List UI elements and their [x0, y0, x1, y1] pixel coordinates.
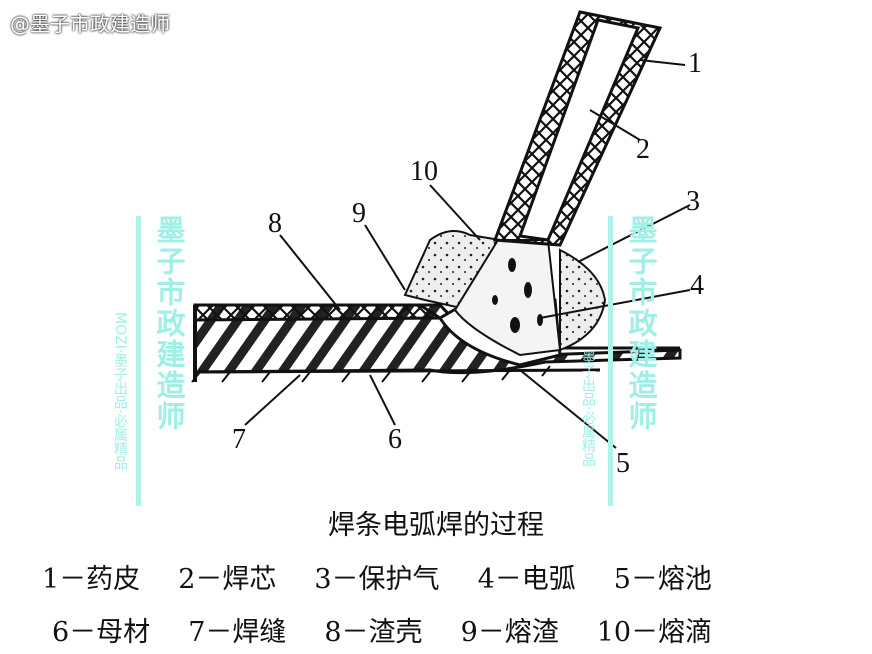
legend-row-2: 6－母材 7－焊缝 8－渣壳 9－熔渣 10－熔滴: [0, 610, 872, 649]
legend-item: 3－保护气: [314, 564, 440, 595]
watermark-right: 墨子市政建造师: [624, 215, 658, 432]
legend-item: 9－熔渣: [460, 617, 559, 648]
watermark-left: 墨子市政建造师: [152, 215, 186, 432]
label-5: 5: [616, 448, 630, 479]
legend-item: 5－熔池: [613, 564, 712, 595]
label-3: 3: [686, 186, 700, 217]
shielding-gas-right: [559, 248, 607, 352]
legend-item: 8－渣壳: [324, 617, 423, 648]
label-10: 10: [410, 156, 438, 187]
legend-row-1: 1－药皮 2－焊芯 3－保护气 4－电弧 5－熔池: [0, 557, 872, 596]
legend-item: 10－熔滴: [596, 617, 713, 648]
part-labels: 1 2 3 4 5 6 7 8 9 10: [232, 48, 704, 479]
slag-shell: [193, 303, 445, 322]
label-6: 6: [388, 424, 402, 455]
legend-item: 4－电弧: [477, 564, 576, 595]
label-2: 2: [636, 134, 650, 165]
label-8: 8: [268, 208, 282, 239]
watermark-credit: @墨子市政建造师: [10, 12, 170, 36]
label-9: 9: [352, 198, 366, 229]
legend-item: 7－焊缝: [188, 617, 287, 648]
watermark-left-small: MOZI·墨子出品·必属精品: [112, 312, 128, 470]
legend-item: 2－焊芯: [178, 564, 277, 595]
arc: [453, 239, 562, 357]
watermark-right-small: 墨子出品·必属精品: [580, 350, 596, 467]
watermark-bar-left: [136, 216, 141, 506]
leader-lines: [244, 59, 691, 449]
legend-item: 1－药皮: [42, 564, 141, 595]
label-7: 7: [232, 424, 246, 455]
electrode: [492, 10, 663, 247]
label-1: 1: [688, 48, 702, 79]
label-4: 4: [690, 270, 704, 301]
legend-item: 6－母材: [52, 617, 151, 648]
diagram-title: 焊条电弧焊的过程: [328, 510, 544, 541]
watermark-bar-right: [608, 216, 613, 506]
